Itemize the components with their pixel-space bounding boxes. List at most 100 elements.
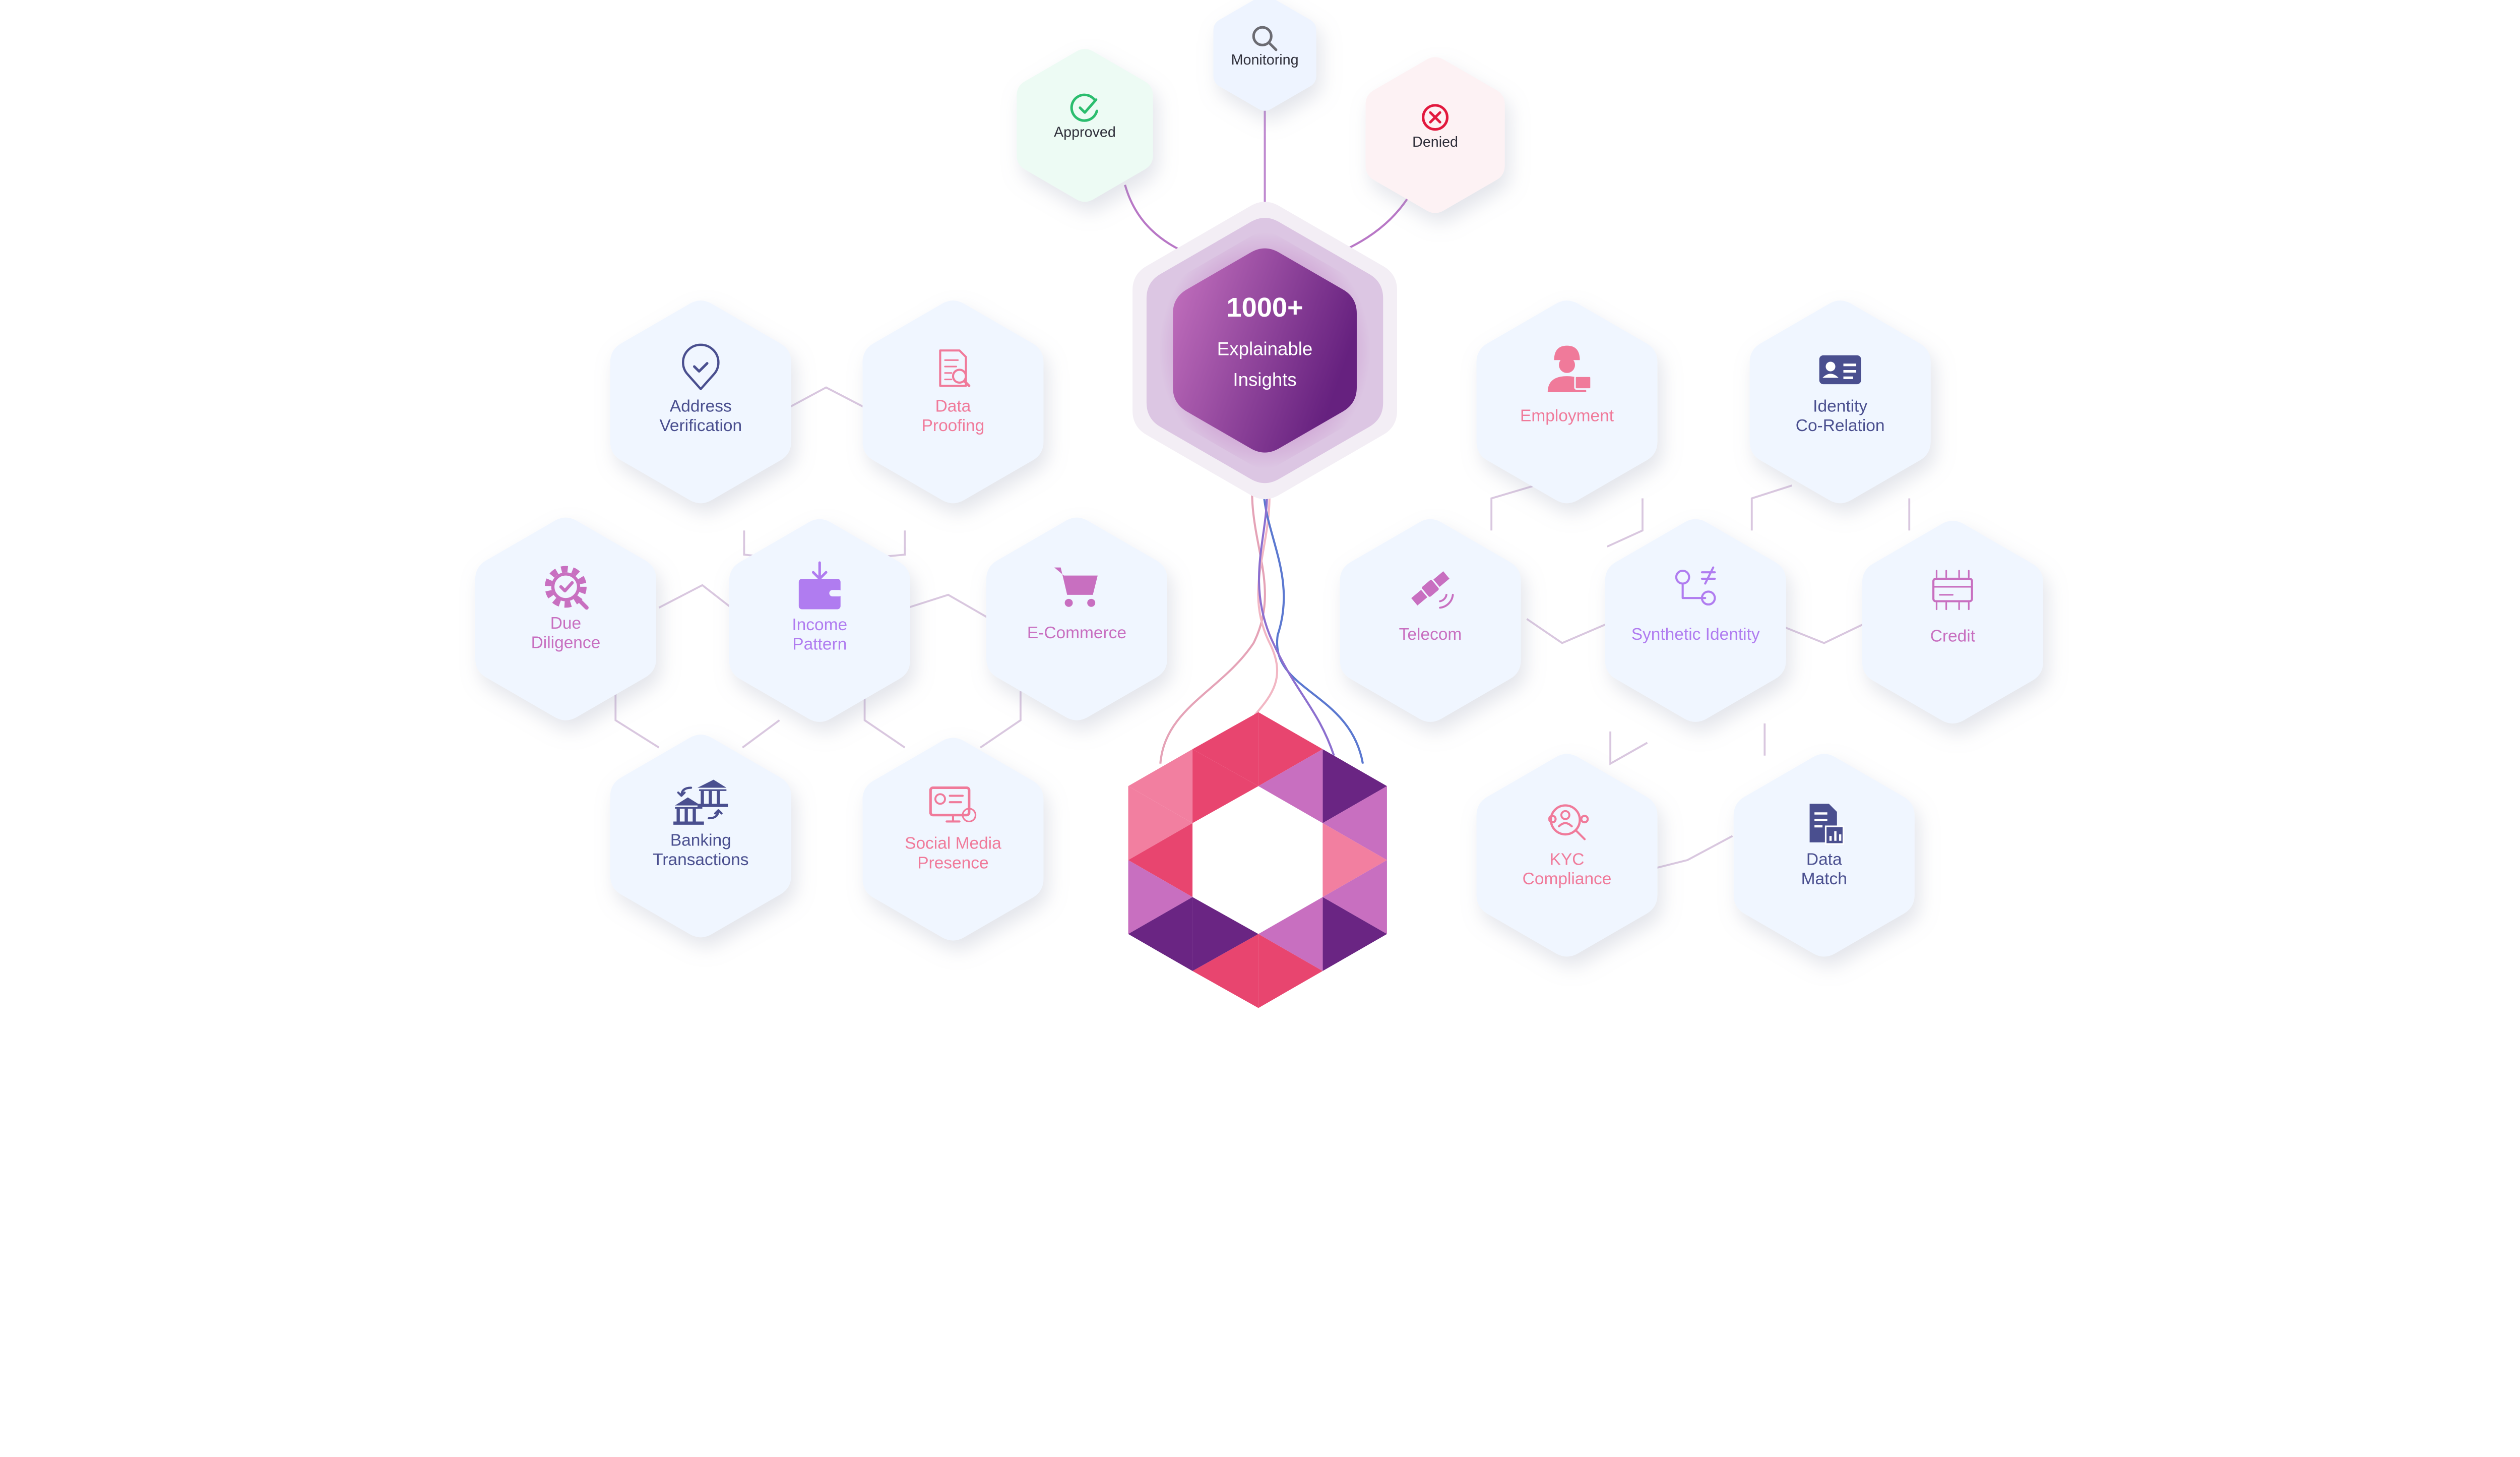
- node-label: Data: [1806, 851, 1842, 869]
- node-label: Synthetic Identity: [1631, 625, 1760, 644]
- insights-line1: Explainable: [1217, 339, 1313, 359]
- node-label: Verification: [659, 416, 742, 435]
- node-label: Match: [1801, 870, 1847, 888]
- node-credit[interactable]: Credit: [1862, 520, 2043, 724]
- hexagon-tile: [986, 517, 1168, 720]
- hexagon-tile: [1017, 49, 1153, 202]
- logo-triangle: [1128, 749, 1193, 823]
- insights-line2: Insights: [1233, 369, 1296, 390]
- node-label: Proofing: [922, 416, 985, 435]
- connector-line: [863, 691, 906, 749]
- node-label: Presence: [917, 854, 988, 872]
- node-label: Income: [792, 616, 847, 634]
- satellite-icon: [1411, 571, 1454, 609]
- hexagon-tile: [1605, 519, 1786, 722]
- hexagon-tile: [1862, 520, 2043, 724]
- node-label: Approved: [1054, 125, 1116, 141]
- node-label: Transactions: [653, 851, 748, 869]
- node-label: KYC: [1550, 851, 1585, 869]
- node-telecom[interactable]: Telecom: [1340, 519, 1521, 722]
- x-circle-icon: [1422, 104, 1449, 131]
- node-label: Diligence: [531, 633, 601, 652]
- logo-triangle: [1322, 749, 1387, 823]
- logo-triangle: [1322, 786, 1387, 860]
- hexagon-tile: [862, 738, 1044, 941]
- connector-line: [742, 719, 780, 749]
- connector-line: [658, 584, 732, 609]
- connector-line: [1490, 484, 1535, 531]
- logo-triangle: [1192, 934, 1258, 1008]
- logo-triangle: [1258, 712, 1323, 786]
- connector-line: [784, 386, 870, 411]
- logo-triangle: [1322, 860, 1387, 934]
- node-label: E-Commerce: [1027, 624, 1126, 642]
- connector-line: [1750, 484, 1793, 531]
- not-equal-identity-icon: [1675, 566, 1716, 606]
- connector-line: [980, 691, 1022, 749]
- node-label: Due: [550, 614, 581, 633]
- credit-card-icon: [1932, 570, 1973, 611]
- document-chart-icon: [1809, 804, 1845, 845]
- node-label: Identity: [1813, 397, 1867, 415]
- hexagon-tile: [610, 300, 791, 504]
- node-label: Co-Relation: [1796, 416, 1885, 435]
- hexagon-tile: [1476, 754, 1658, 957]
- connector-line: [908, 593, 991, 620]
- logo-triangle: [1128, 860, 1193, 934]
- connector-line: [1655, 835, 1733, 869]
- id-card-icon: [1819, 355, 1861, 385]
- hexagon-tile: [610, 735, 791, 938]
- node-synthetic-identity[interactable]: Synthetic Identity: [1605, 519, 1786, 722]
- hexagon-tile: [475, 517, 656, 720]
- outcome-approved[interactable]: Approved: [1017, 49, 1153, 202]
- logo-triangle: [1192, 712, 1258, 786]
- logo-triangle: [1128, 897, 1193, 972]
- hexagon-tile: [1213, 0, 1316, 111]
- logo-triangle: [1258, 934, 1323, 1008]
- employee-icon: [1547, 345, 1592, 393]
- node-employment[interactable]: Employment: [1476, 300, 1658, 504]
- hexagon-tile: [1365, 57, 1505, 213]
- outcome-monitoring[interactable]: Monitoring: [1213, 0, 1316, 111]
- brand-logo: [1128, 712, 1387, 1008]
- data-strands: [1124, 104, 1412, 764]
- connector-line: [1609, 731, 1648, 765]
- cart-icon: [1054, 567, 1098, 607]
- logo-triangle: [1322, 897, 1387, 972]
- node-label: Pattern: [792, 635, 847, 654]
- location-check-icon: [682, 343, 720, 390]
- outcome-denied[interactable]: Denied: [1365, 57, 1505, 213]
- node-label: Data: [935, 397, 971, 415]
- hexagon-tile: [729, 519, 910, 722]
- node-label: Compliance: [1523, 870, 1612, 888]
- logo-triangle: [1258, 749, 1323, 823]
- logo-triangle: [1128, 823, 1193, 897]
- connector-line: [1783, 623, 1865, 644]
- hexagon-tile: [1749, 300, 1931, 504]
- connector-line: [1606, 498, 1644, 548]
- node-label: Denied: [1412, 134, 1458, 150]
- check-circle-icon: [1070, 93, 1098, 122]
- connector-line: [614, 691, 660, 749]
- search-icon: [1252, 26, 1278, 51]
- insights-headline: 1000+: [1226, 292, 1303, 323]
- wallet-icon: [798, 561, 842, 610]
- connector-line: [1526, 618, 1608, 644]
- logo-triangle: [1192, 749, 1258, 823]
- node-label: Employment: [1520, 406, 1614, 425]
- monitor-profile-icon: [929, 786, 977, 823]
- document-search-icon: [939, 349, 971, 387]
- logo-triangle: [1128, 786, 1193, 860]
- node-e-commerce[interactable]: E-Commerce: [986, 517, 1168, 720]
